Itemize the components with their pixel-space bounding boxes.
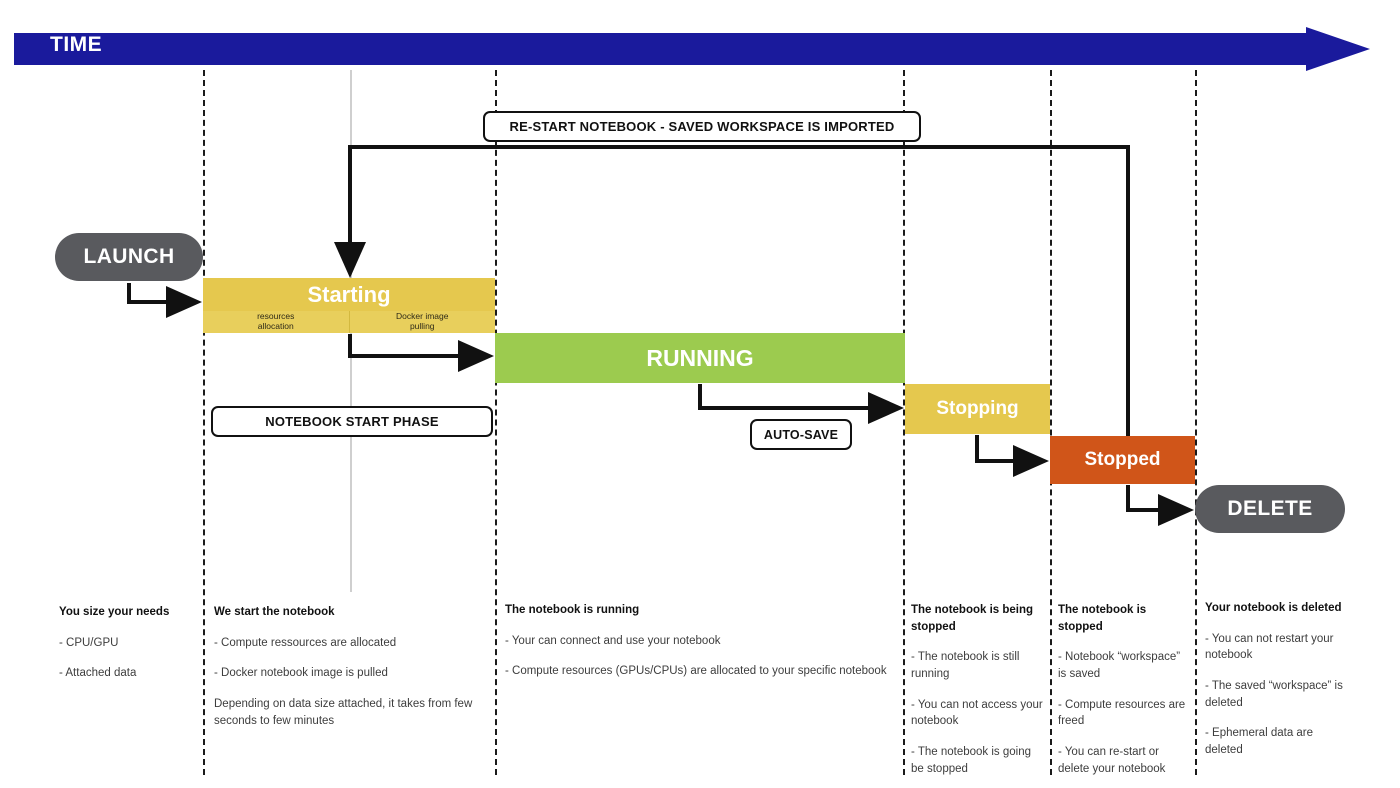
phase-divider-2 [495, 70, 497, 775]
annotation-start-phase: NOTEBOOK START PHASE [211, 406, 493, 437]
substage-resources-allocation-line1: resources [257, 311, 295, 322]
column-line: - Notebook “workspace” is saved [1058, 651, 1181, 681]
column-line: - Ephemeral data are deleted [1205, 727, 1314, 757]
arrow-starting-to-running [348, 334, 494, 372]
time-axis-label: TIME [50, 33, 103, 56]
state-bar-stopped-label: Stopped [1084, 449, 1161, 470]
column-line: Depending on data size attached, it take… [214, 698, 473, 727]
state-bar-starting[interactable]: Starting [203, 278, 495, 311]
state-bar-stopping[interactable]: Stopping [905, 384, 1050, 434]
column-title: You size your needs [59, 606, 170, 618]
annotation-auto-save: AUTO-SAVE [750, 419, 852, 450]
phase-divider-1 [203, 70, 205, 775]
delete-node-label: DELETE [1227, 497, 1313, 520]
substage-resources-allocation-line2: allocation [257, 321, 294, 331]
substage-docker-image-pulling: Docker image pulling [348, 311, 496, 333]
column-line: - The saved “workspace” is deleted [1205, 680, 1343, 709]
column-line: - Compute resources are freed [1058, 698, 1186, 728]
annotation-auto-save-label: AUTO-SAVE [763, 427, 839, 442]
annotation-restart-label: RE-START NOTEBOOK - SAVED WORKSPACE IS I… [509, 119, 895, 134]
description-column-size-needs: You size your needs - CPU/GPU - Attached… [59, 604, 199, 696]
column-line: - Attached data [59, 667, 137, 680]
column-line: - You can re-start or delete your notebo… [1058, 746, 1166, 775]
column-title: The notebook is running [505, 604, 640, 616]
column-title: We start the notebook [214, 606, 335, 618]
column-line: - Docker notebook image is pulled [214, 667, 388, 680]
delete-node[interactable]: DELETE [1195, 485, 1345, 533]
state-bar-starting-substages: resources allocation Docker image pullin… [203, 311, 495, 333]
time-axis-arrow [14, 27, 1370, 71]
column-title: Your notebook is deleted [1205, 602, 1342, 614]
state-bar-stopped[interactable]: Stopped [1050, 436, 1195, 484]
substage-resources-allocation: resources allocation [203, 311, 349, 333]
state-bar-starting-label: Starting [307, 281, 391, 307]
annotation-start-phase-label: NOTEBOOK START PHASE [265, 414, 439, 429]
state-bar-running[interactable]: RUNNING [495, 333, 905, 383]
substage-docker-pulling-line1: Docker image [396, 311, 449, 322]
arrow-stopped-to-delete [1126, 485, 1194, 526]
phase-divider-4 [1050, 70, 1052, 775]
column-line: - Compute ressources are allocated [214, 636, 397, 649]
state-bar-stopping-label: Stopping [936, 398, 1019, 419]
column-title: The notebook is stopped [1058, 604, 1147, 633]
description-column-deleted: Your notebook is deleted - You can not r… [1205, 600, 1345, 773]
column-title: The notebook is being stopped [911, 604, 1034, 633]
description-column-being-stopped: The notebook is being stopped - The note… [911, 602, 1043, 788]
substage-docker-pulling-line2: pulling [409, 321, 435, 331]
column-line: - The notebook is going be stopped [911, 746, 1031, 775]
column-line: - You can not restart your notebook [1205, 632, 1334, 662]
description-column-running: The notebook is running - Your can conne… [505, 602, 895, 694]
arrow-running-to-stopping [698, 384, 904, 424]
phase-divider-5 [1195, 70, 1197, 775]
annotation-restart: RE-START NOTEBOOK - SAVED WORKSPACE IS I… [483, 111, 921, 142]
column-line: - You can not access your notebook [911, 698, 1043, 728]
description-column-stopped: The notebook is stopped - Notebook “work… [1058, 602, 1188, 788]
arrow-launch-to-starting [127, 283, 202, 318]
launch-node-label: LAUNCH [83, 245, 175, 268]
column-line: - Compute resources (GPUs/CPUs) are allo… [505, 665, 887, 678]
launch-node[interactable]: LAUNCH [55, 233, 203, 281]
column-line: - The notebook is still running [911, 651, 1020, 681]
column-line: - Your can connect and use your notebook [505, 634, 721, 647]
state-bar-running-label: RUNNING [646, 344, 754, 371]
description-column-start-notebook: We start the notebook - Compute ressourc… [214, 604, 484, 743]
arrow-stopping-to-stopped [975, 435, 1049, 477]
column-line: - CPU/GPU [59, 636, 119, 649]
